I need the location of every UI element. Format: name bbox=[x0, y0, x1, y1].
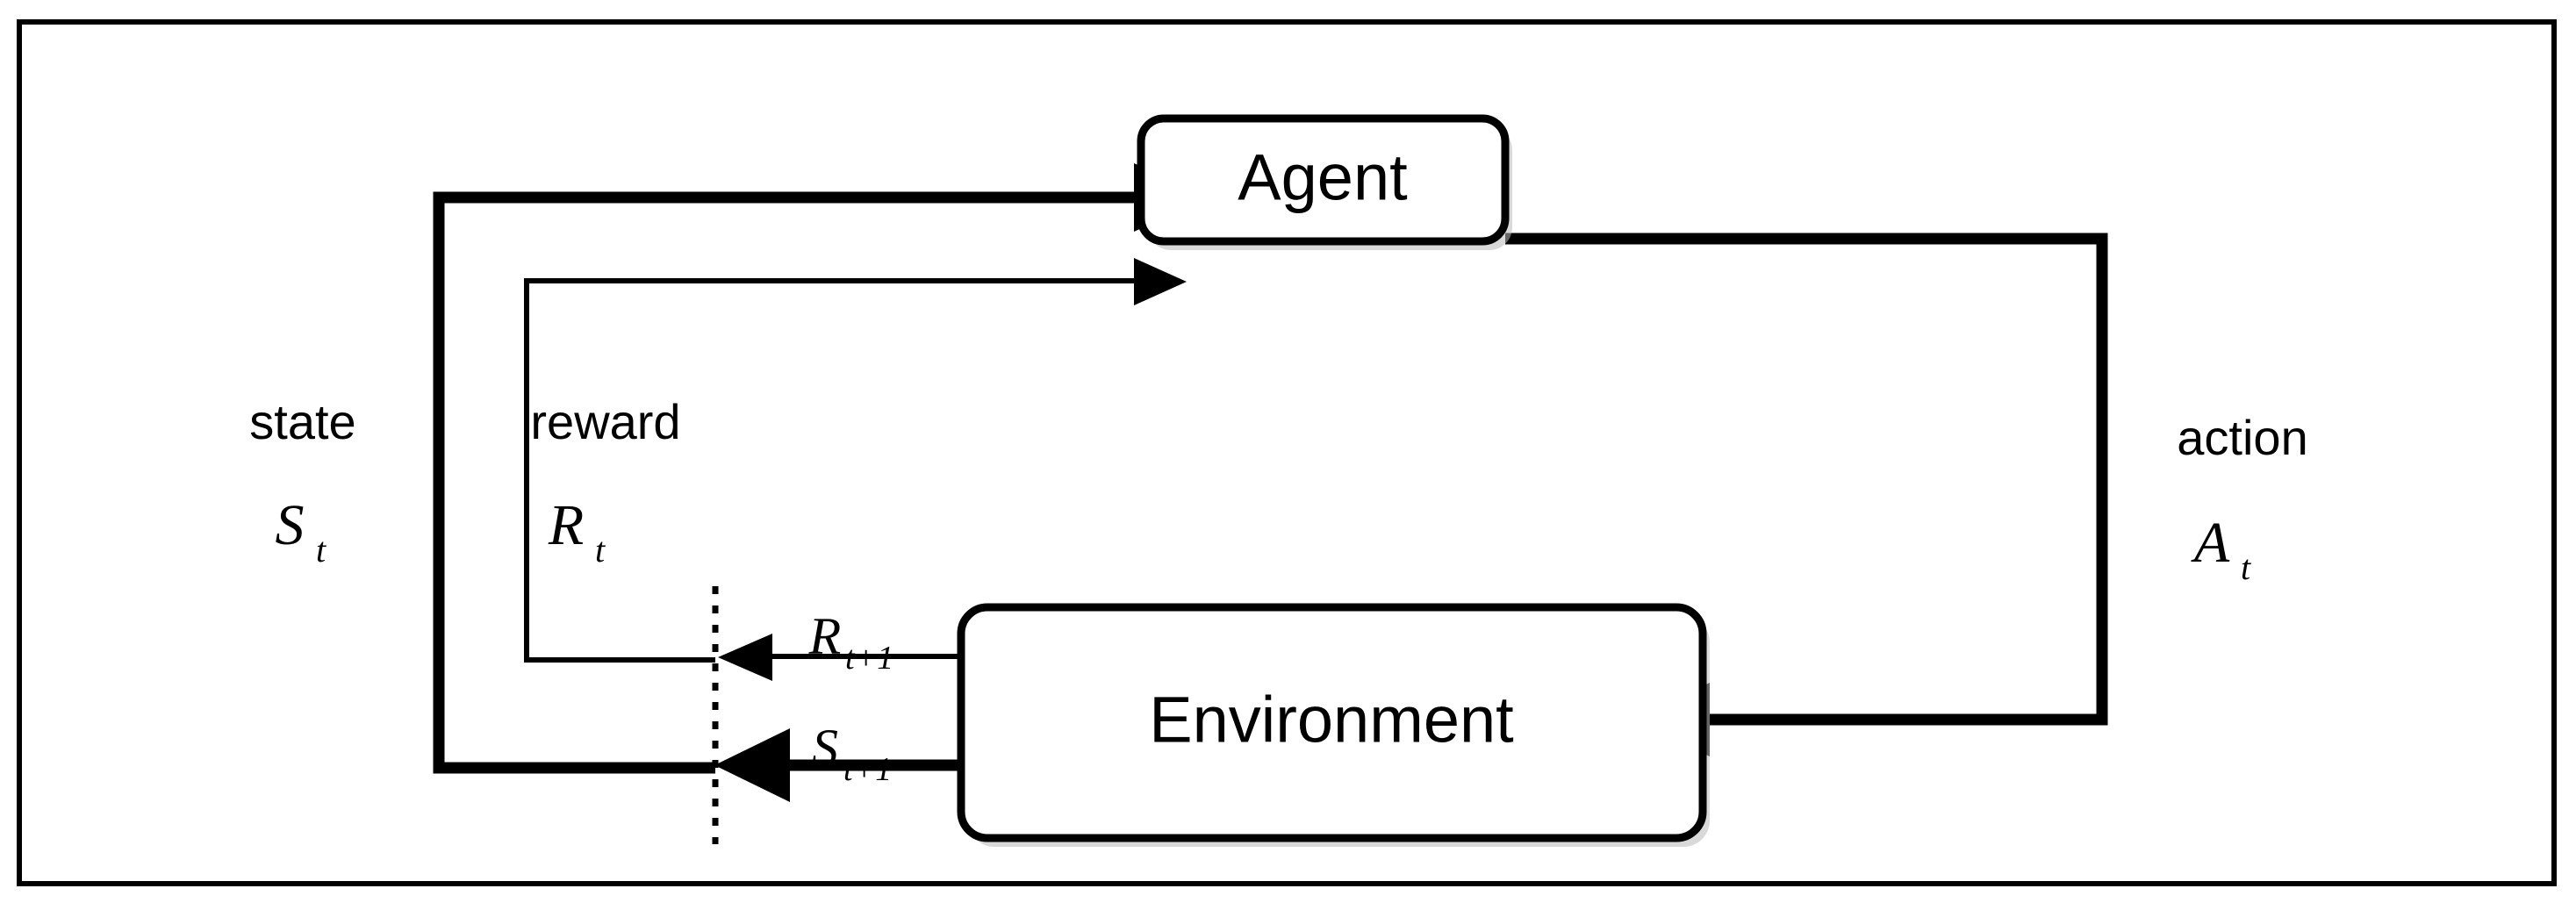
state-edge-word-label: state bbox=[249, 394, 355, 449]
action-wire bbox=[1505, 233, 2108, 726]
reward-edge-word-label: reward bbox=[530, 394, 680, 449]
agent-label: Agent bbox=[1238, 141, 1408, 214]
reward-edge-symbol: R bbox=[548, 493, 584, 557]
state-wire bbox=[433, 191, 1134, 774]
reward-next-symbol: R bbox=[808, 607, 842, 665]
action-edge-symbol-subscript: t bbox=[2241, 548, 2251, 587]
state-edge-symbol: S bbox=[276, 493, 305, 557]
state-next-subscript: t+1 bbox=[843, 751, 892, 788]
reward-arrowhead-into-agent bbox=[1134, 258, 1187, 305]
reward-next-subscript: t+1 bbox=[845, 640, 893, 677]
reward-next-arrowhead bbox=[718, 634, 772, 681]
agent-box[interactable] bbox=[1137, 114, 1510, 246]
reward-edge-symbol-subscript: t bbox=[595, 530, 606, 570]
figure-frame-border bbox=[17, 19, 2557, 886]
environment-box[interactable] bbox=[957, 603, 1707, 842]
state-next-symbol: S bbox=[812, 719, 838, 777]
state-next-arrowhead bbox=[714, 728, 790, 802]
state-edge-symbol-subscript: t bbox=[316, 530, 326, 570]
action-edge-symbol: A bbox=[2191, 511, 2230, 575]
reward-wire bbox=[524, 278, 1134, 663]
environment-label: Environment bbox=[1149, 684, 1514, 756]
action-edge-word-label: action bbox=[2177, 410, 2307, 465]
